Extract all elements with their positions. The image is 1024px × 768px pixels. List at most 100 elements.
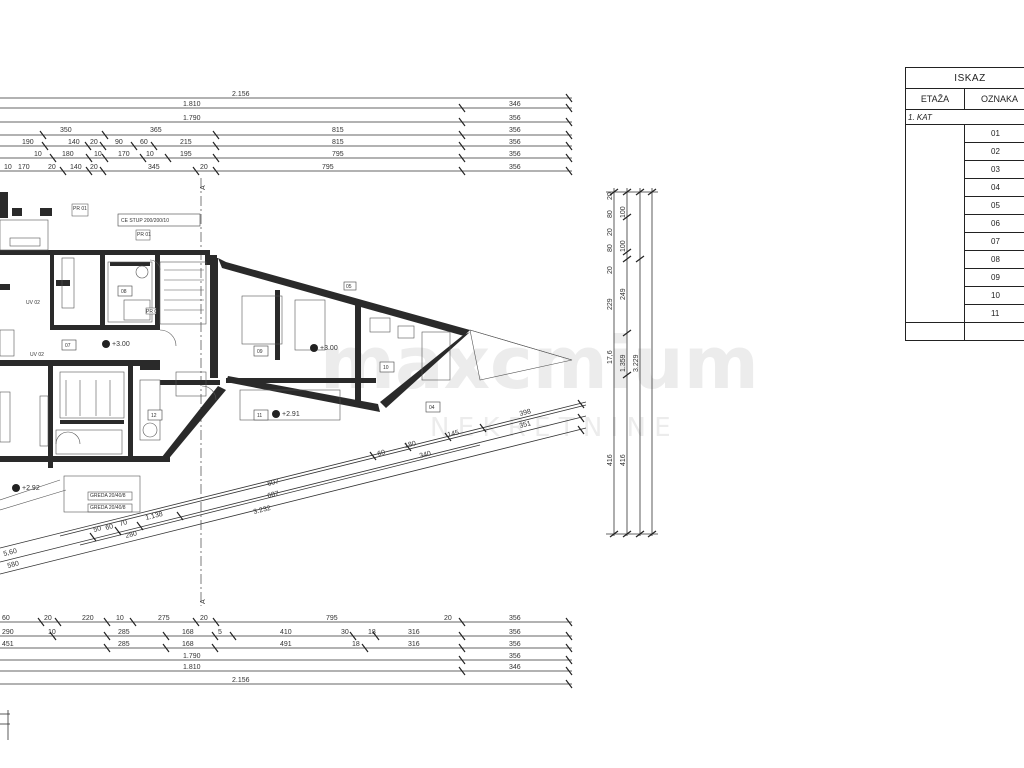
dimension-label: 220 <box>82 615 94 622</box>
dimension-label: 356 <box>509 115 521 122</box>
dimension-label: 491 <box>280 641 292 648</box>
table-row: 01 <box>964 124 1024 143</box>
dimension-label: 815 <box>332 127 344 134</box>
dimension-label: 20 <box>200 164 208 171</box>
dimension-label: 140 <box>70 164 82 171</box>
dimension-label: 5,60 <box>3 548 18 558</box>
dimension-label: 346 <box>509 664 521 671</box>
dimension-label: 60 <box>140 139 148 146</box>
area-schedule-table: ISKAZ ETAŽA OZNAKA 1. KAT 01 02 03 04 05… <box>905 67 1024 341</box>
dimension-label: 316 <box>408 641 420 648</box>
dimension-label: 30 <box>341 629 349 636</box>
dimension-label: 80 <box>607 244 614 252</box>
dimension-label: 275 <box>158 615 170 622</box>
dimension-label: 356 <box>509 164 521 171</box>
dimension-label: 10 <box>94 151 102 158</box>
table-row: 11 <box>964 304 1024 323</box>
dimension-label: 20 <box>607 228 614 236</box>
dimension-label: 356 <box>509 641 521 648</box>
dimension-label: 795 <box>326 615 338 622</box>
north-arrow <box>0 710 10 740</box>
dimension-label: 18 <box>368 629 376 636</box>
dimension-label: 356 <box>509 139 521 146</box>
dimension-label: GREDA 20/40/8 <box>90 493 126 499</box>
dimension-label: 1.790 <box>183 115 201 122</box>
dimension-label: 351 <box>519 420 532 430</box>
dimension-label: 50 <box>93 525 102 534</box>
dimension-label: 795 <box>332 151 344 158</box>
dimension-label: 398 <box>519 408 532 418</box>
table-row: 05 <box>964 196 1024 215</box>
dimension-label: +2.91 <box>282 411 300 418</box>
dimension-label: 10 <box>116 615 124 622</box>
dimension-label: 580 <box>7 560 20 570</box>
dimension-label: 285 <box>118 629 130 636</box>
dimension-label: 1.138 <box>145 511 164 522</box>
dimension-label: PR 01 <box>146 309 160 315</box>
dimension-label: A <box>200 599 207 604</box>
building-walls <box>0 192 470 468</box>
dimension-label: 20 <box>607 266 614 274</box>
right-dimensions: 20 80 100 20 80 100 20 229 249 17,6 1.35… <box>606 188 658 538</box>
dimension-label: 70 <box>119 519 128 528</box>
dimension-label: PR 01 <box>73 206 87 212</box>
elevation-markers: +3.00 +3.00 +2.91 +2.92 <box>12 340 338 492</box>
dimension-label: 05 <box>346 284 352 290</box>
dimension-label: 365 <box>150 127 162 134</box>
dimension-label: 356 <box>509 151 521 158</box>
floor-label: 1. KAT <box>905 109 1024 125</box>
table-row: 09 <box>964 268 1024 287</box>
dimension-label: 07 <box>65 343 71 349</box>
dimension-label: 20 <box>44 615 52 622</box>
dimension-label: 285 <box>118 641 130 648</box>
dimension-label: 346 <box>509 101 521 108</box>
dimension-label: 416 <box>620 454 627 466</box>
dimension-label: 356 <box>509 653 521 660</box>
dimension-label: 290 <box>2 629 14 636</box>
dimension-label: UV 02 <box>26 300 40 306</box>
col-oznaka: OZNAKA <box>964 88 1024 110</box>
dimension-label: 356 <box>509 127 521 134</box>
dimension-label: 20 <box>607 192 614 200</box>
dimension-label: 416 <box>607 454 614 466</box>
dimension-label: 2.156 <box>232 91 250 98</box>
dimension-label: 60 <box>105 523 114 532</box>
dimension-label: 410 <box>280 629 292 636</box>
dimension-label: 1.810 <box>183 664 201 671</box>
dimension-label: 20 <box>90 139 98 146</box>
dimension-label: 100 <box>620 206 627 218</box>
dimension-label: 04 <box>429 405 435 411</box>
dimension-label: 280 <box>125 530 138 540</box>
dimension-label: 180 <box>62 151 74 158</box>
dimension-label: 229 <box>607 298 614 310</box>
floor-cell <box>905 124 965 323</box>
dimension-label: UV 02 <box>30 352 44 358</box>
section-line-a: A A <box>200 178 207 606</box>
table-row: 07 <box>964 232 1024 251</box>
dimension-label: 5 <box>218 629 222 636</box>
dimension-label: 190 <box>22 139 34 146</box>
dimension-label: 1.359 <box>620 354 627 372</box>
dimension-label: 356 <box>509 615 521 622</box>
dimension-label: 3.229 <box>633 354 640 372</box>
table-row: 08 <box>964 250 1024 269</box>
dimension-label: 20 <box>90 164 98 171</box>
col-etaza: ETAŽA <box>905 88 965 110</box>
table-row: 04 <box>964 178 1024 197</box>
diagonal-dimensions: 398 351 60 180 145 340 607 687 1.138 3.2… <box>0 399 587 575</box>
dimension-label: 316 <box>408 629 420 636</box>
table-row: 03 <box>964 160 1024 179</box>
dimension-label: 60 <box>377 449 386 458</box>
dimension-label: +3.00 <box>320 345 338 352</box>
dimension-label: 100 <box>620 240 627 252</box>
dimension-label: 1.790 <box>183 653 201 660</box>
dimension-label: 451 <box>2 641 14 648</box>
dimension-label: 607 <box>267 478 280 488</box>
dimension-label: PR 01 <box>137 232 151 238</box>
dimension-label: 170 <box>18 164 30 171</box>
dimension-label: 18 <box>352 641 360 648</box>
table-row: 02 <box>964 142 1024 161</box>
dimension-label: 249 <box>620 288 627 300</box>
dimension-label: 795 <box>322 164 334 171</box>
